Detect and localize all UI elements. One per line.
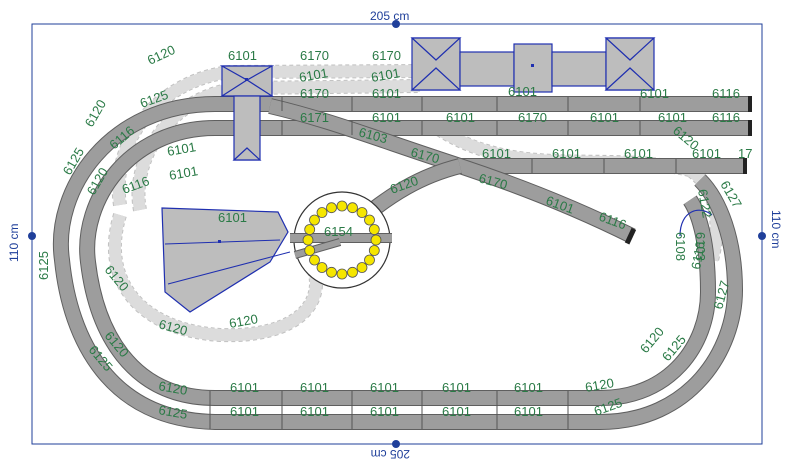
dimension-left: 110 cm	[7, 224, 21, 262]
connector-link	[679, 209, 713, 237]
turntable-light	[368, 245, 380, 256]
dimension-marker-left[interactable]	[28, 232, 36, 240]
turntable-light	[356, 207, 368, 218]
yard-sidings[interactable]	[460, 96, 752, 174]
label: 6101	[514, 380, 543, 395]
label: 6101	[228, 48, 257, 63]
label: 6101	[590, 110, 619, 125]
label: 6127	[710, 279, 732, 311]
label: 6120	[157, 378, 188, 398]
label: 6122	[695, 188, 715, 219]
turntable-light	[370, 234, 382, 246]
turntable-light	[347, 266, 358, 278]
label: 6120	[145, 42, 178, 68]
turntable-light	[364, 254, 375, 266]
label: 6125	[36, 251, 51, 280]
inner-loop[interactable]	[79, 120, 717, 406]
turntable-light	[347, 202, 358, 214]
label: 6101	[442, 380, 471, 395]
turntable-light	[326, 266, 337, 278]
dimension-bottom: 205 cm	[371, 447, 410, 461]
label: 6101	[370, 404, 399, 419]
turntable-light	[316, 262, 328, 273]
label: 6171	[300, 110, 329, 125]
label: 6120	[584, 375, 615, 395]
turntable-light	[304, 224, 316, 235]
label: 6101	[168, 163, 199, 183]
label: 6101	[442, 404, 471, 419]
label: 6101	[370, 380, 399, 395]
label: 6101	[166, 139, 197, 159]
turntable[interactable]	[290, 191, 392, 289]
label: 6101	[624, 146, 653, 161]
label: 6101	[370, 65, 401, 85]
turntable-light	[368, 224, 380, 235]
label: 17	[738, 146, 752, 161]
turntable-light	[364, 214, 375, 226]
label: 6101	[692, 146, 721, 161]
label: 6101	[482, 146, 511, 161]
turntable-light	[336, 268, 348, 280]
label: 6101	[230, 404, 259, 419]
label: 6116	[712, 110, 740, 125]
label: 6101	[372, 86, 401, 101]
dimension-top: 205 cm	[370, 9, 409, 23]
label: 6101	[300, 380, 329, 395]
station-building[interactable]	[219, 65, 275, 161]
dimension-marker-bottom[interactable]	[392, 440, 400, 448]
turntable-light	[309, 214, 320, 226]
label: 6101	[514, 404, 543, 419]
label: 6101	[658, 110, 687, 125]
label: 6101	[640, 86, 669, 101]
turntable-lights	[302, 200, 382, 280]
label: 6170	[518, 110, 547, 125]
label: 6170	[300, 48, 329, 63]
label: 6170	[477, 170, 509, 192]
label: 6170	[409, 144, 441, 166]
label: 6103	[693, 232, 708, 261]
label: 6101	[372, 110, 401, 125]
label: 6101	[508, 84, 537, 99]
dimension-marker-top[interactable]	[392, 20, 400, 28]
turntable-light	[356, 262, 368, 273]
roundhouse[interactable]	[161, 207, 291, 313]
dimension-right: 110 cm	[769, 210, 783, 248]
label: 6170	[300, 86, 329, 101]
label: 6101	[552, 146, 581, 161]
label: 6101	[446, 110, 475, 125]
track-ties	[209, 97, 677, 429]
label: 6154	[324, 224, 353, 239]
label: 6170	[372, 48, 401, 63]
label: 6108	[673, 232, 688, 261]
label: 6116	[688, 240, 708, 270]
label: 6101	[544, 193, 576, 217]
main-station[interactable]	[410, 37, 656, 93]
turntable-light	[302, 234, 314, 246]
label: 6101	[230, 380, 259, 395]
turntable-light	[309, 254, 320, 266]
label: 6120	[82, 97, 109, 130]
part-number-labels: 6120 6101 6170 6170 6101 6101 6170 6101 …	[36, 42, 752, 422]
label: 6120	[228, 311, 259, 331]
turntable-light	[304, 245, 316, 256]
turntable-light	[316, 207, 328, 218]
label: 6116	[712, 86, 740, 101]
label: 6125	[157, 402, 188, 422]
label: 6101	[300, 404, 329, 419]
label: 6103	[357, 124, 389, 146]
turntable-light	[336, 200, 348, 212]
turntable-light	[326, 202, 337, 214]
dimension-marker-right[interactable]	[758, 232, 766, 240]
label: 6120	[157, 316, 189, 338]
label: 6101	[298, 65, 329, 85]
label: 6101	[218, 210, 247, 225]
